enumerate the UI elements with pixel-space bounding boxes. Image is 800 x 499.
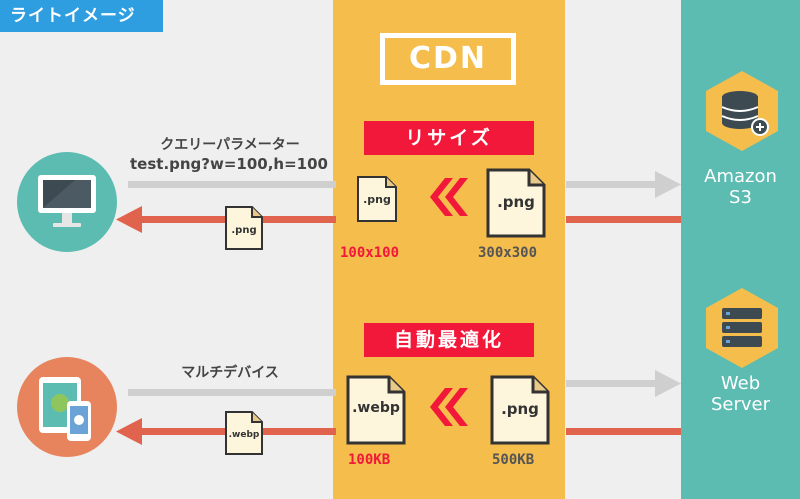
response-file-ext: .png — [231, 225, 257, 236]
server-rack-icon — [706, 288, 778, 368]
response-file-ext: .webp — [228, 430, 260, 440]
multi-device-label: マルチデバイス — [181, 365, 279, 381]
resized-file-ext: .png — [363, 193, 391, 206]
response-file-top: .png — [224, 205, 264, 251]
query-parameter-label: クエリーパラメーター — [160, 137, 300, 153]
database-add-icon — [706, 71, 778, 151]
original-file-ext: .png — [497, 193, 535, 211]
file-icon — [225, 411, 263, 455]
original-file: .png — [485, 167, 547, 239]
web-server-origin — [704, 286, 780, 370]
title-tag: ライトイメージ — [0, 0, 163, 32]
monitor-icon — [17, 152, 117, 252]
chevron-left-icon — [430, 388, 468, 426]
optimize-banner: 自動最適化 — [364, 323, 534, 357]
cdn-label: CDN — [380, 33, 516, 85]
s3-origin — [704, 69, 780, 153]
source-file: .png — [489, 374, 551, 446]
tablet-phone-icon — [17, 357, 117, 457]
chevron-left-icon — [430, 178, 468, 216]
original-size: 300x300 — [478, 245, 538, 261]
file-icon — [490, 375, 550, 445]
optimized-size: 100KB — [348, 452, 391, 468]
request-url-label: test.png?w=100,h=100 — [130, 155, 328, 173]
resized-file: .png — [356, 175, 398, 223]
source-file-ext: .png — [501, 400, 539, 418]
file-icon — [346, 375, 406, 445]
optimized-file: .webp — [345, 374, 407, 446]
request-arrow-top — [128, 171, 681, 198]
web-server-label-line1: Web — [720, 373, 761, 394]
resized-size: 100x100 — [340, 245, 400, 261]
response-arrow-top — [116, 206, 681, 233]
mobile-devices — [15, 355, 119, 459]
optimized-file-ext: .webp — [352, 400, 400, 416]
web-server-label: Web Server — [681, 373, 800, 415]
file-icon — [357, 176, 397, 222]
response-file-bottom: .webp — [224, 410, 264, 456]
desktop-device — [15, 150, 119, 254]
resize-banner: リサイズ — [364, 121, 534, 155]
s3-label-line1: Amazon — [704, 166, 777, 187]
s3-label: Amazon S3 — [681, 166, 800, 208]
web-server-label-line2: Server — [710, 394, 771, 415]
file-icon — [225, 206, 263, 250]
file-icon — [486, 168, 546, 238]
source-size: 500KB — [492, 452, 535, 468]
s3-label-line2: S3 — [729, 187, 752, 208]
request-arrow-bottom — [128, 370, 681, 397]
